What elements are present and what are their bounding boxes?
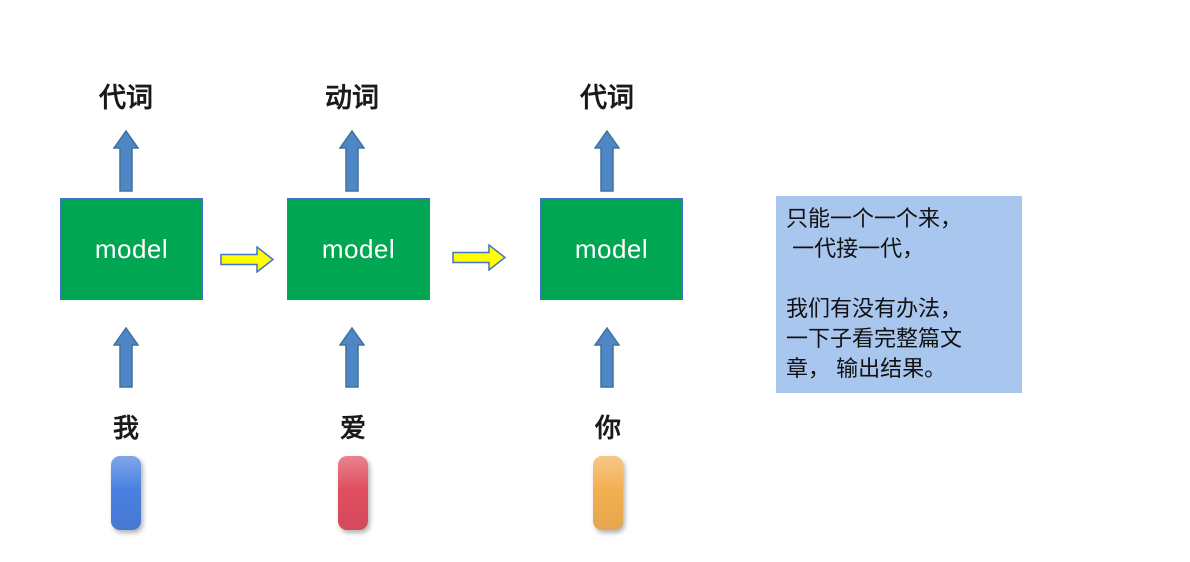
note-line [786,264,1012,294]
up-arrow-icon [339,130,365,192]
output-label: 动词 [325,83,379,113]
flow-right-arrow-icon [220,246,274,273]
output-label: 代词 [580,83,634,113]
model-box: model [287,198,430,300]
token-pill [593,456,623,530]
note-line: 一下子看完整篇文 [786,326,963,351]
input-word-label: 爱 [339,413,367,443]
output-label: 代词 [99,83,153,113]
note-line: 我们有没有办法， [786,296,963,321]
model-box-label: model [321,233,396,264]
model-box: model [60,198,203,300]
token-pill [338,456,368,530]
up-arrow-icon [339,327,365,388]
flow-right-arrow-icon [452,244,506,271]
input-word-label: 我 [112,413,140,443]
note-panel: 只能一个一个来， 一代接一代， 我们有没有办法， 一下子看完整篇文 章， 输出结… [776,196,1022,393]
model-box: model [540,198,683,300]
up-arrow-icon [113,130,139,192]
note-line: 一代接一代， [786,236,925,261]
model-box-label: model [94,233,169,264]
input-word-label: 你 [594,413,622,443]
note-line: 章， 输出结果。 [786,356,947,381]
up-arrow-icon [594,130,620,192]
model-box-label: model [574,233,649,264]
token-pill [111,456,141,530]
up-arrow-icon [113,327,139,388]
up-arrow-icon [594,327,620,388]
note-line: 只能一个一个来， [786,206,963,231]
